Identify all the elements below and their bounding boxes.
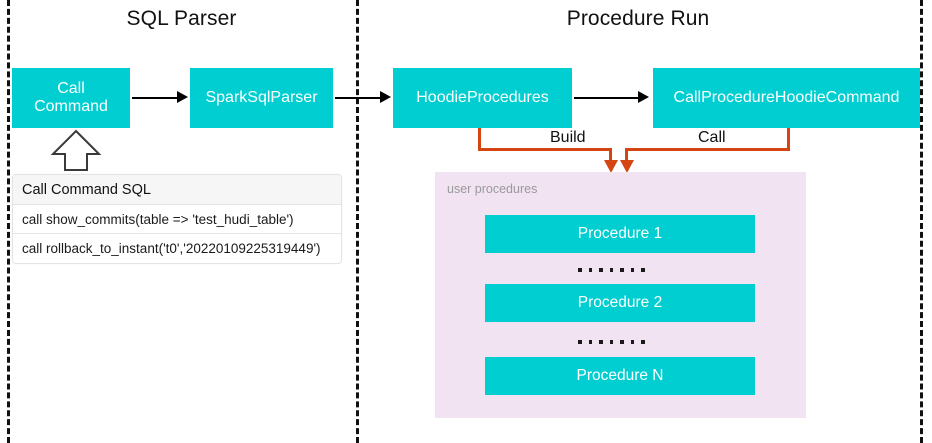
- sql-table: Call Command SQL call show_commits(table…: [12, 174, 342, 264]
- node-call-command-label-line2: Command: [34, 98, 108, 115]
- node-call-procedure-hoodie-command-label: CallProcedureHoodieCommand: [673, 89, 900, 107]
- procedure-box-2[interactable]: Procedure 2: [485, 284, 755, 322]
- sql-table-row: call show_commits(table => 'test_hudi_ta…: [13, 205, 341, 234]
- arrow-hoodie-procedures-to-call-command-line: [574, 97, 638, 99]
- node-spark-sql-parser[interactable]: SparkSqlParser: [190, 68, 333, 128]
- procedure-box-1-label: Procedure 1: [577, 225, 663, 242]
- arrow-spark-parser-to-hoodie-procedures-head: [380, 91, 391, 103]
- procedure-box-2-label: Procedure 2: [577, 294, 663, 311]
- section-title-sql-parser: SQL Parser: [126, 7, 237, 30]
- node-hoodie-procedures[interactable]: HoodieProcedures: [393, 68, 572, 128]
- section-title-procedure-run: Procedure Run: [566, 7, 710, 30]
- divider-left: [7, 0, 10, 443]
- procedure-box-1[interactable]: Procedure 1: [485, 215, 755, 253]
- procedure-box-n-label: Procedure N: [576, 367, 664, 384]
- sql-table-row: call rollback_to_instant('t0','202201092…: [13, 234, 341, 263]
- edge-call-arrowhead: [620, 160, 634, 173]
- divider-middle: [356, 0, 359, 443]
- node-call-procedure-hoodie-command[interactable]: CallProcedureHoodieCommand: [653, 68, 920, 128]
- block-up-arrow-icon: [50, 128, 102, 173]
- edge-build-arrowhead: [604, 160, 618, 173]
- procedure-box-n[interactable]: Procedure N: [485, 357, 755, 395]
- arrow-call-command-to-spark-parser-line: [132, 97, 177, 99]
- arrow-spark-parser-to-hoodie-procedures-line: [335, 97, 380, 99]
- node-spark-sql-parser-label: SparkSqlParser: [205, 89, 318, 107]
- user-procedures-label: user procedures: [447, 182, 538, 196]
- edge-call-vertical: [787, 128, 790, 150]
- edge-build-drop: [609, 148, 612, 163]
- arrow-hoodie-procedures-to-call-command-head: [638, 91, 649, 103]
- arrow-call-command-to-spark-parser-head: [177, 91, 188, 103]
- ellipsis-dots-2: [578, 340, 645, 344]
- sql-table-header: Call Command SQL: [13, 175, 341, 205]
- node-hoodie-procedures-label: HoodieProcedures: [416, 89, 549, 107]
- ellipsis-dots-1: [578, 268, 645, 272]
- edge-build-label: Build: [545, 129, 591, 147]
- edge-call-label: Call: [693, 129, 731, 147]
- edge-build-vertical: [478, 128, 481, 150]
- edge-call-drop: [625, 148, 628, 163]
- node-call-command[interactable]: Call Command: [12, 68, 130, 128]
- divider-right: [920, 0, 923, 443]
- edge-call-horizontal: [625, 148, 790, 151]
- edge-build-horizontal: [478, 148, 612, 151]
- node-call-command-label-line1: Call: [57, 80, 85, 98]
